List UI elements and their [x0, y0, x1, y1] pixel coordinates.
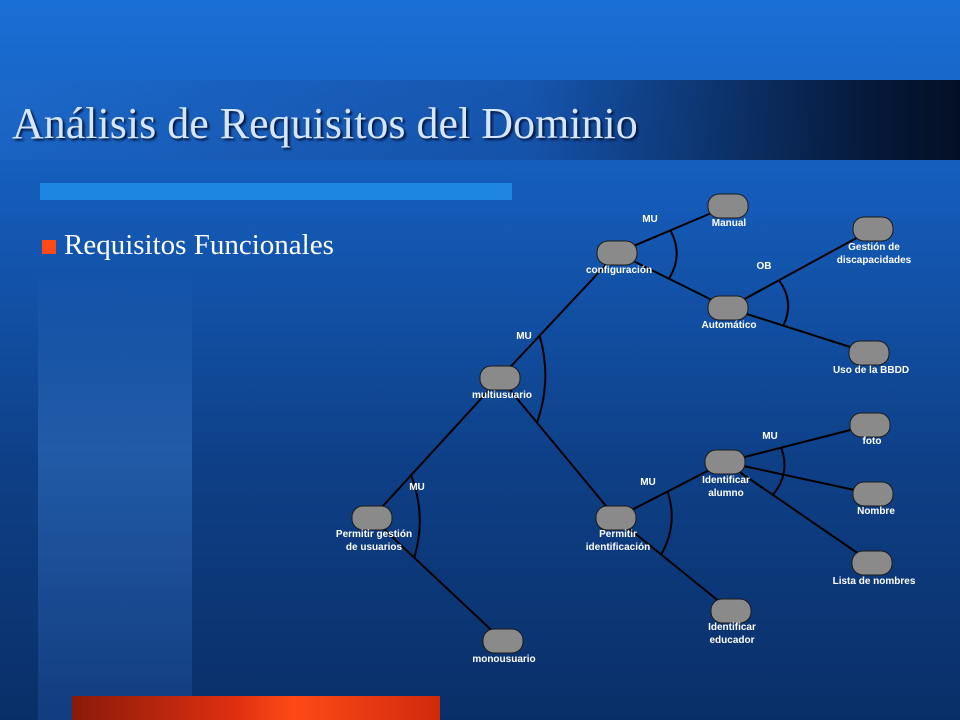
node-manual — [707, 193, 749, 219]
edge-multiusuario-to-permitir-identificacion — [499, 377, 617, 519]
edge-configuracion-to-automatico — [616, 252, 729, 309]
slide-title: Análisis de Requisitos del Dominio — [12, 99, 638, 148]
bottom-accent-bar — [72, 696, 440, 720]
node-label-multiusuario: multiusuario — [472, 390, 532, 401]
edge-permitir-gestion-to-monousuario — [371, 517, 504, 642]
edge-permitir-identificacion-to-identificar-educador — [615, 517, 732, 612]
node-label-permitir-gestion-1: Permitir gestión — [336, 529, 412, 540]
edges-layer — [371, 205, 874, 642]
node-label-identificar-alumno-2: alumno — [708, 488, 744, 499]
node-multiusuario — [479, 365, 521, 391]
edge-identificar-alumno-to-foto — [724, 424, 871, 463]
edge-identificar-alumno-to-lista-nombres — [724, 461, 873, 564]
node-label-lista-nombres: Lista de nombres — [833, 576, 916, 587]
edge-automatico-to-gestion-discapacidades — [727, 228, 874, 309]
relation-label-automatico: OB — [757, 261, 772, 272]
title-band — [0, 80, 960, 160]
node-automatico — [707, 295, 749, 321]
node-identificar-alumno — [704, 449, 746, 475]
node-label-gestion-discapacidades-2: discapacidades — [837, 255, 912, 266]
node-label-configuracion: configuración — [586, 265, 652, 276]
relation-arc-configuracion — [668, 229, 678, 280]
node-label-uso-bbdd: Uso de la BBDD — [833, 365, 909, 376]
node-label-permitir-gestion-2: de usuarios — [346, 542, 403, 553]
relation-arc-automatico — [778, 279, 790, 327]
edge-automatico-to-uso-bbdd — [727, 307, 870, 354]
node-label-permitir-identificacion-1: Permitir — [599, 529, 637, 540]
node-label-monousuario: monousuario — [472, 654, 535, 665]
node-label-identificar-educador-2: educador — [709, 635, 754, 646]
labels-layer: MU MU MU OB MU MU Permitir gestión de usuarios m… — [336, 214, 916, 665]
node-configuracion — [596, 240, 638, 266]
bullet-square-icon — [42, 240, 56, 254]
node-label-gestion-discapacidades-1: Gestión de — [848, 242, 900, 253]
node-label-identificar-educador-1: Identificar — [708, 622, 756, 633]
node-label-identificar-alumno-1: Identificar — [702, 475, 750, 486]
node-gestion-discapacidades — [852, 216, 894, 242]
node-foto — [849, 412, 891, 438]
title-underline — [40, 183, 512, 200]
relation-label-multiusuario: MU — [516, 331, 532, 342]
edge-configuracion-to-manual — [616, 205, 729, 254]
node-label-nombre: Nombre — [857, 506, 895, 517]
node-nombre — [852, 481, 894, 507]
relation-label-permitir-identificacion: MU — [640, 477, 656, 488]
node-label-manual: Manual — [712, 218, 747, 229]
edge-multiusuario-to-configuracion — [499, 252, 618, 379]
edge-permitir-identificacion-to-identificar-alumno — [615, 461, 726, 519]
relation-arc-multiusuario — [536, 335, 547, 424]
left-decorative-band — [38, 270, 192, 720]
relation-arc-permitir-gestion — [410, 474, 421, 558]
relation-label-configuracion: MU — [642, 214, 658, 225]
relation-arc-identificar-alumno — [772, 447, 786, 496]
edge-identificar-alumno-to-nombre — [724, 461, 874, 495]
node-permitir-identificacion — [595, 505, 637, 531]
node-uso-bbdd — [848, 340, 890, 366]
node-monousuario — [482, 628, 524, 654]
edge-permitir-gestion-to-multiusuario — [371, 377, 501, 519]
relation-label-permitir-gestion: MU — [409, 482, 425, 493]
node-permitir-gestion — [351, 505, 393, 531]
node-label-automatico: Automático — [702, 320, 757, 331]
relation-arc-permitir-identificacion — [660, 491, 673, 555]
arcs-layer — [410, 229, 790, 558]
node-label-permitir-identificacion-2: identificación — [586, 542, 650, 553]
nodes-layer — [351, 193, 894, 654]
bullet-text: Requisitos Funcionales — [64, 229, 334, 261]
node-identificar-educador — [710, 598, 752, 624]
node-label-foto: foto — [863, 436, 882, 447]
node-lista-nombres — [851, 550, 893, 576]
relation-label-identificar-alumno: MU — [762, 431, 778, 442]
